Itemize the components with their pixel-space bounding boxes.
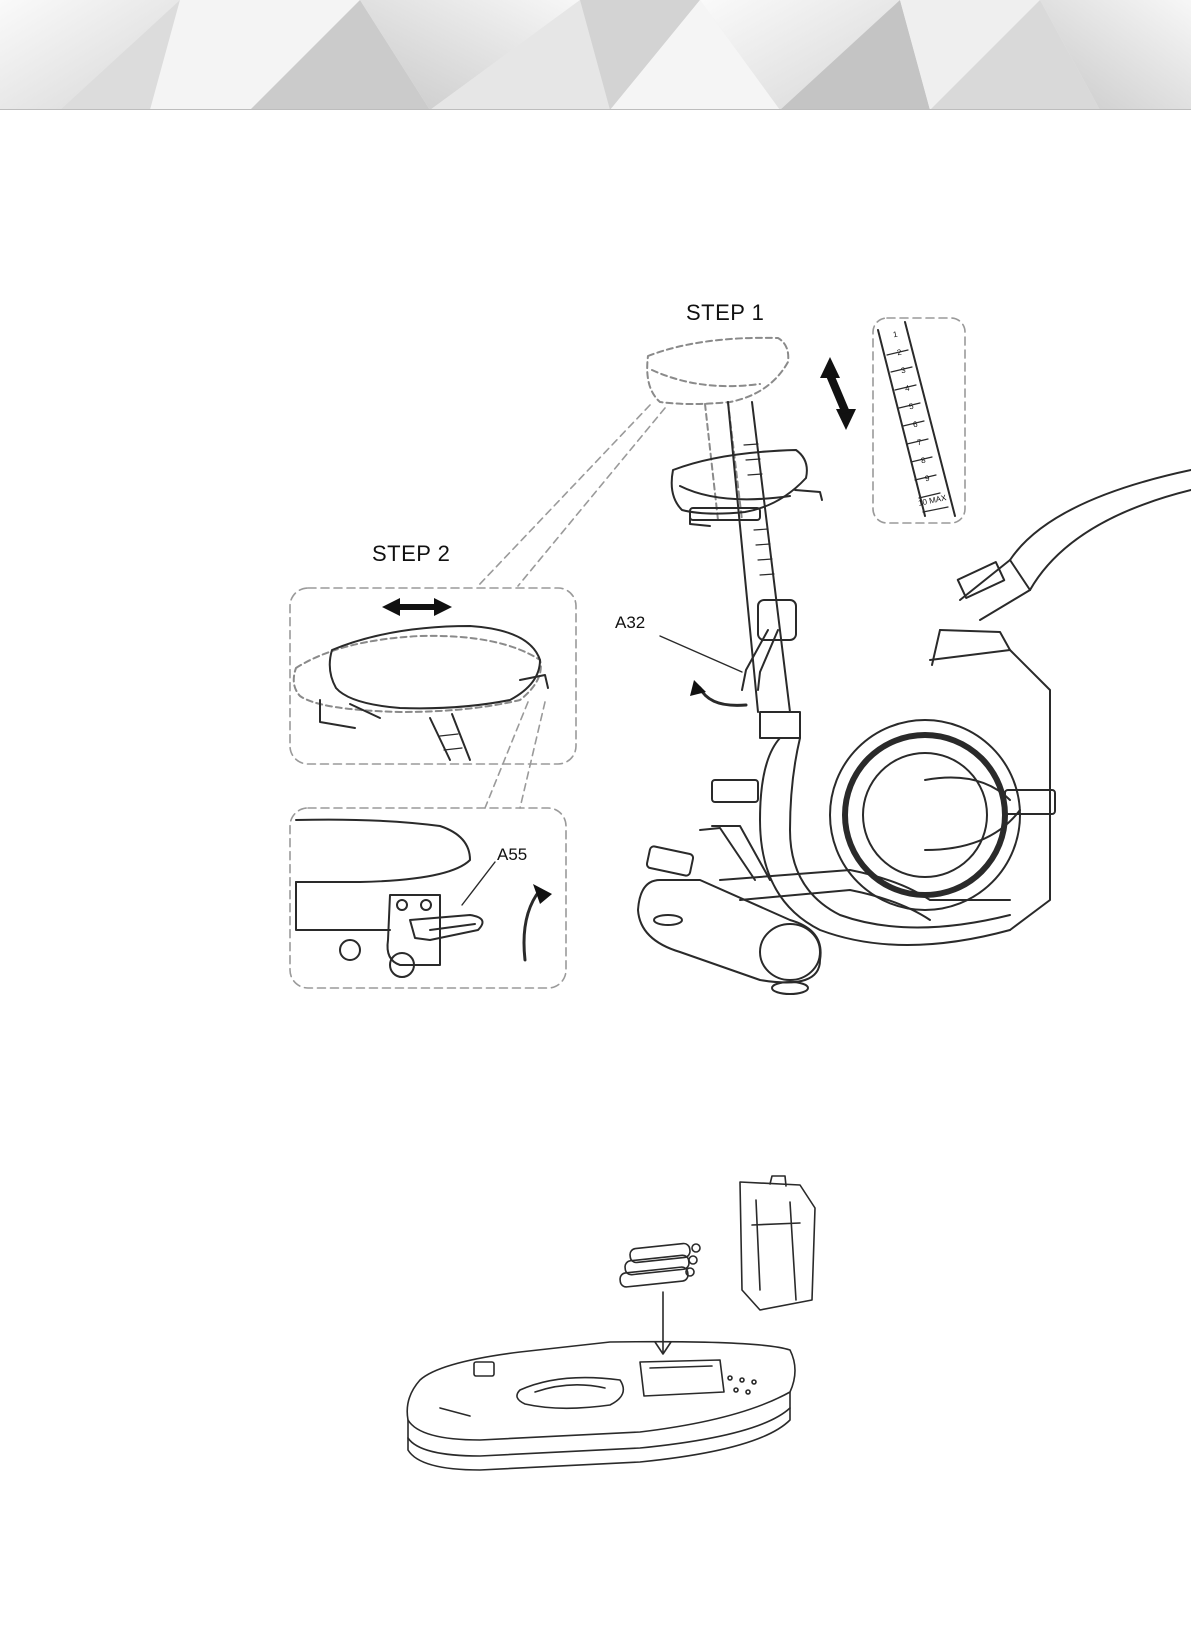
scale-mark: 9 [924, 474, 930, 484]
flywheel [712, 720, 1055, 910]
scale-mark: 5 [908, 402, 914, 412]
lever-a32 [660, 600, 796, 705]
height-arrow [820, 357, 856, 430]
part-a55-label: A55 [497, 845, 527, 865]
seat-post [728, 402, 790, 712]
step-1-label: STEP 1 [686, 300, 764, 326]
part-a32-label: A32 [615, 613, 645, 633]
step-2-label: STEP 2 [372, 541, 450, 567]
scale-mark: 6 [912, 420, 918, 430]
lever-a55-detail [296, 820, 552, 977]
console-body [407, 1342, 795, 1470]
scale-mark: 1 [892, 330, 898, 340]
lever-detail-frame [290, 808, 566, 988]
scale-mark: 3 [900, 366, 906, 376]
step2-detail-frame [290, 588, 576, 764]
scale-inset-frame [873, 318, 965, 523]
header-banner [0, 0, 1191, 110]
scale-mark: 10 MAX [917, 493, 947, 508]
insert-arrow [655, 1292, 671, 1354]
scale-mark: 7 [916, 438, 922, 448]
scale-mark: 4 [904, 384, 910, 394]
scale-mark: 2 [896, 348, 902, 358]
ghost-seat-upper [647, 338, 788, 520]
bike-base [638, 826, 1010, 994]
bike-frame [760, 470, 1191, 945]
leader-lines [478, 405, 665, 808]
step2-seat-detail [294, 598, 548, 760]
scale-mark: 8 [920, 456, 926, 466]
battery-cover [740, 1176, 815, 1310]
main-seat [672, 450, 822, 526]
batteries [619, 1243, 700, 1288]
